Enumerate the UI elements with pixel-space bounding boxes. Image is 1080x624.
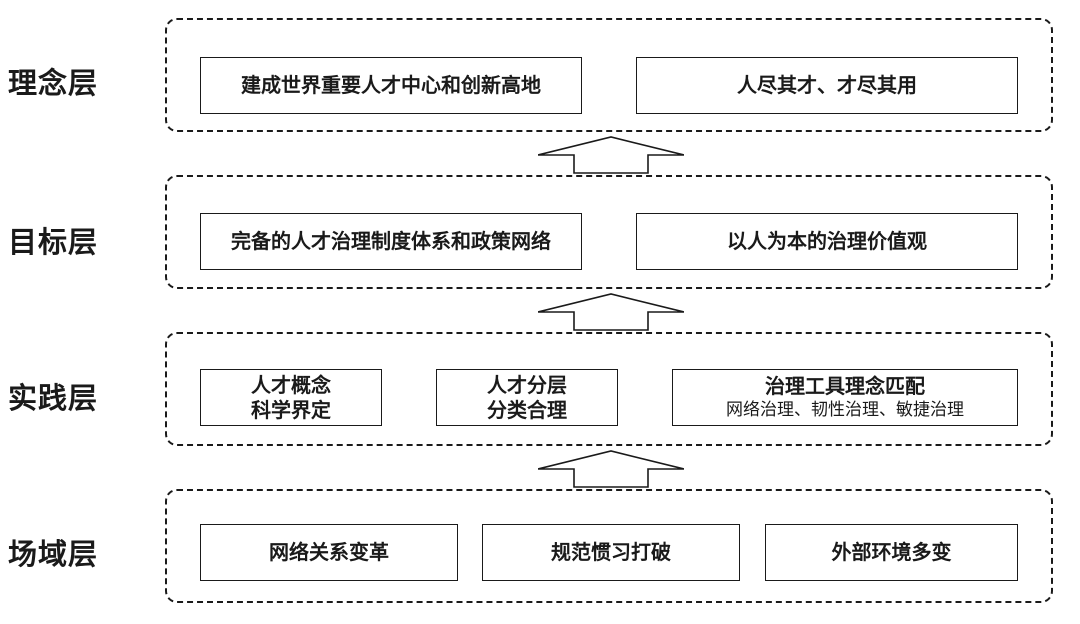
layer-label-concept: 理念层 xyxy=(8,66,99,100)
concept-box-1: 建成世界重要人才中心和创新高地 xyxy=(200,57,582,114)
practice-box-3: 治理工具理念匹配 网络治理、韧性治理、敏捷治理 xyxy=(672,369,1018,426)
goal-box-2-text: 以人为本的治理价值观 xyxy=(727,229,927,253)
field-box-1: 网络关系变革 xyxy=(200,524,458,581)
up-arrow-icon xyxy=(538,293,684,331)
layer-label-field: 场域层 xyxy=(8,537,99,571)
practice-box-1: 人才概念 科学界定 xyxy=(200,369,382,426)
concept-box-2: 人尽其才、才尽其用 xyxy=(636,57,1018,114)
practice-box-2: 人才分层 分类合理 xyxy=(436,369,618,426)
layer-frame-goal xyxy=(165,175,1053,289)
layer-label-practice: 实践层 xyxy=(8,381,99,415)
layer-frame-concept xyxy=(165,18,1053,132)
concept-box-2-text: 人尽其才、才尽其用 xyxy=(737,73,917,97)
practice-box-2-line1: 人才分层 xyxy=(487,372,567,397)
goal-box-2: 以人为本的治理价值观 xyxy=(636,213,1018,270)
goal-box-1: 完备的人才治理制度体系和政策网络 xyxy=(200,213,582,270)
layer-frame-practice xyxy=(165,332,1053,446)
practice-box-2-line2: 分类合理 xyxy=(487,397,567,422)
field-box-1-text: 网络关系变革 xyxy=(269,540,389,564)
up-arrow-icon xyxy=(538,136,684,174)
field-box-2: 规范惯习打破 xyxy=(482,524,740,581)
practice-box-1-line1: 人才概念 xyxy=(251,372,331,397)
practice-box-3-line1: 治理工具理念匹配 xyxy=(765,374,925,398)
concept-box-1-text: 建成世界重要人才中心和创新高地 xyxy=(241,73,541,97)
field-box-3-text: 外部环境多变 xyxy=(831,540,952,564)
goal-box-1-text: 完备的人才治理制度体系和政策网络 xyxy=(231,229,551,253)
practice-box-3-line2: 网络治理、韧性治理、敏捷治理 xyxy=(726,400,964,420)
up-arrow-icon xyxy=(538,450,684,488)
field-box-3: 外部环境多变 xyxy=(765,524,1018,581)
layer-label-goal: 目标层 xyxy=(8,225,99,259)
layer-frame-field xyxy=(165,489,1053,603)
practice-box-1-line2: 科学界定 xyxy=(251,397,331,422)
field-box-2-text: 规范惯习打破 xyxy=(551,540,671,564)
